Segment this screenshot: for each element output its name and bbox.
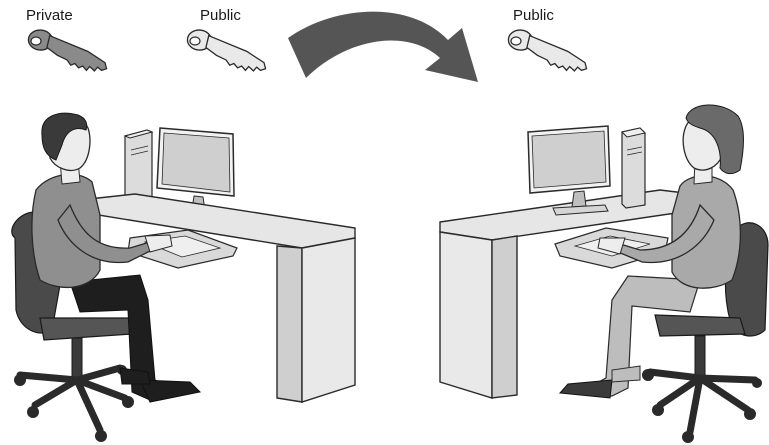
- receiver-public-key-icon: [507, 29, 589, 71]
- receiver-workstation: [440, 105, 768, 443]
- private-key-icon: [27, 29, 109, 71]
- sender-workstation: [12, 113, 355, 442]
- curved-arrow-icon: [288, 12, 478, 82]
- receiver-computer-tower: [622, 128, 645, 208]
- sender-public-key-icon: [186, 29, 268, 71]
